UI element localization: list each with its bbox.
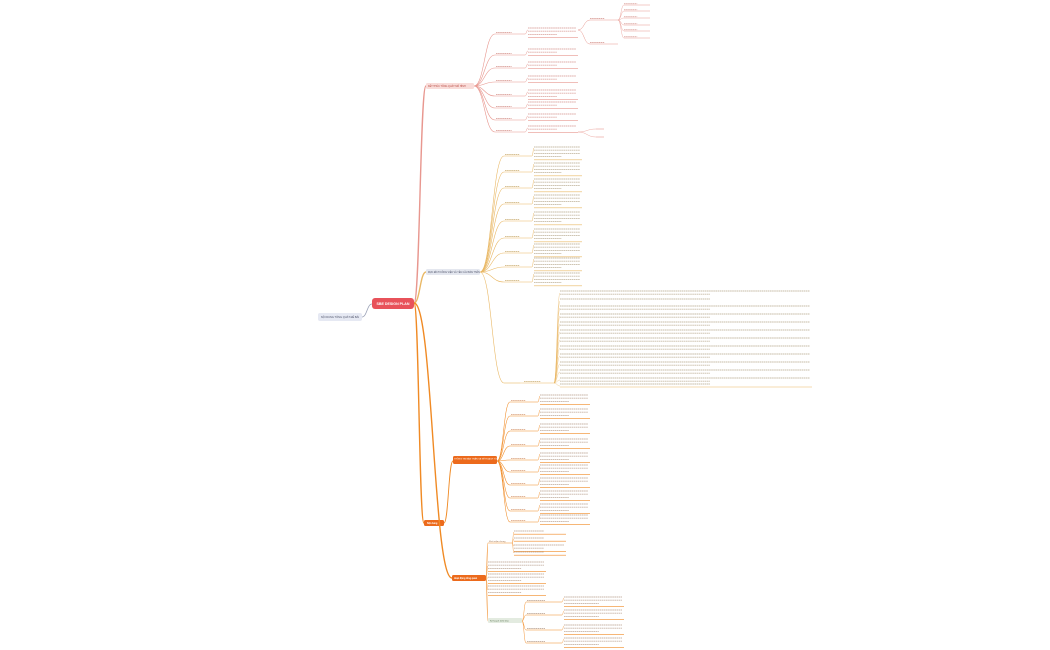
connector-line bbox=[473, 67, 496, 87]
connector-line bbox=[479, 237, 505, 273]
connector-line bbox=[521, 620, 527, 644]
connector-line bbox=[496, 445, 511, 462]
connector-line bbox=[496, 460, 511, 523]
connector-line bbox=[521, 614, 527, 622]
left-connector bbox=[361, 303, 373, 318]
branch-3-sub-label: THÔNG TIN BẢN THÂN VÀ KẾ HOẠCH TỔNG QUAN bbox=[454, 458, 507, 461]
connector-line bbox=[473, 33, 496, 87]
branch-3-sub-node bbox=[453, 456, 497, 464]
connector-line bbox=[617, 4, 625, 21]
connector-line bbox=[479, 252, 505, 273]
connector-line bbox=[479, 266, 505, 273]
connector-line bbox=[537, 491, 541, 499]
connector-line bbox=[524, 127, 529, 133]
connector-line bbox=[553, 382, 561, 387]
connector-line bbox=[521, 601, 527, 622]
branch-2-node bbox=[426, 269, 480, 275]
connector-line bbox=[617, 19, 625, 39]
connector-line bbox=[479, 187, 505, 273]
branch-4-connector bbox=[413, 302, 453, 579]
connector-line bbox=[577, 131, 597, 138]
connector-line bbox=[479, 271, 505, 283]
connector-line bbox=[479, 271, 505, 384]
connector-line bbox=[537, 395, 541, 403]
branch-4-node bbox=[452, 575, 486, 581]
connector-line bbox=[479, 220, 505, 273]
connector-line bbox=[531, 179, 535, 189]
branch-3-connector bbox=[413, 302, 425, 524]
left-node[interactable]: NỘI DUNG TỔNG QUÁT ĐỀ BÀI bbox=[318, 313, 362, 321]
connector-line bbox=[553, 371, 561, 384]
connector-line bbox=[485, 577, 489, 622]
branch-2-connector bbox=[413, 271, 427, 304]
connector-line bbox=[473, 85, 496, 133]
connector-line bbox=[496, 430, 511, 462]
connector-line bbox=[561, 625, 565, 631]
branch-4-group-label: Khái niệm chung bbox=[489, 541, 506, 543]
connector-line bbox=[531, 229, 535, 239]
connector-line bbox=[577, 19, 591, 31]
connector-line bbox=[511, 542, 515, 554]
connector-line bbox=[531, 212, 535, 222]
connector-line bbox=[524, 103, 529, 109]
branch-1-node bbox=[426, 83, 474, 89]
connector-line bbox=[524, 77, 529, 83]
connector-line bbox=[485, 565, 489, 579]
connector-line bbox=[485, 542, 489, 579]
connector-line bbox=[473, 85, 496, 109]
connector-line bbox=[496, 460, 511, 486]
connector-line bbox=[524, 29, 529, 35]
connector-line bbox=[561, 597, 565, 603]
connector-line bbox=[537, 439, 541, 447]
branch-3-label: Nội dung bbox=[427, 522, 438, 525]
connector-line bbox=[524, 91, 529, 97]
connector-line bbox=[617, 10, 625, 21]
root-node[interactable]: SBE DESIGN PLAN bbox=[372, 298, 414, 309]
branch-1-label: KẾT THÚC TỔNG QUÁT MÔ HÌNH bbox=[428, 85, 466, 88]
connector-line bbox=[561, 610, 565, 616]
connector-line bbox=[443, 460, 454, 524]
connector-line bbox=[537, 453, 541, 461]
connector-line bbox=[577, 29, 591, 45]
connector-line bbox=[524, 63, 529, 69]
connector-line bbox=[577, 128, 597, 133]
branch-4-group2-label: Kế hoạch triển khai bbox=[490, 620, 509, 623]
connector-line bbox=[524, 115, 529, 121]
branch-2-label: MỤC ĐÍCH CÔNG VIỆC VÀ YÊU CẦU BẢN THÂN bbox=[428, 271, 480, 274]
connector-line bbox=[473, 81, 496, 87]
connector-line bbox=[531, 147, 535, 157]
connector-line bbox=[537, 504, 541, 512]
connector-line bbox=[553, 363, 561, 384]
connector-line bbox=[496, 459, 511, 462]
connector-line bbox=[496, 460, 511, 512]
connector-line bbox=[531, 273, 535, 283]
branch-4-label: Hoạt động tổng quan bbox=[454, 577, 478, 580]
connector-line bbox=[479, 171, 505, 273]
connector-line bbox=[531, 244, 535, 254]
connector-line bbox=[537, 478, 541, 486]
connector-line bbox=[537, 424, 541, 432]
connector-line bbox=[553, 347, 561, 384]
branch-1-connector bbox=[413, 85, 427, 304]
connector-line bbox=[553, 339, 561, 384]
connector-line bbox=[496, 401, 511, 462]
connector-line bbox=[537, 465, 541, 473]
connector-line bbox=[561, 638, 565, 644]
connector-line bbox=[537, 515, 541, 523]
connector-line bbox=[553, 355, 561, 384]
connector-line bbox=[496, 415, 511, 462]
connector-line bbox=[524, 50, 529, 56]
connector-line bbox=[531, 258, 535, 268]
connector-line bbox=[479, 203, 505, 273]
connector-line bbox=[473, 54, 496, 87]
branch-4-group2-node bbox=[488, 618, 522, 623]
connector-line bbox=[479, 155, 505, 273]
connector-line bbox=[537, 409, 541, 417]
connector-line bbox=[531, 163, 535, 173]
connector-line bbox=[531, 195, 535, 205]
